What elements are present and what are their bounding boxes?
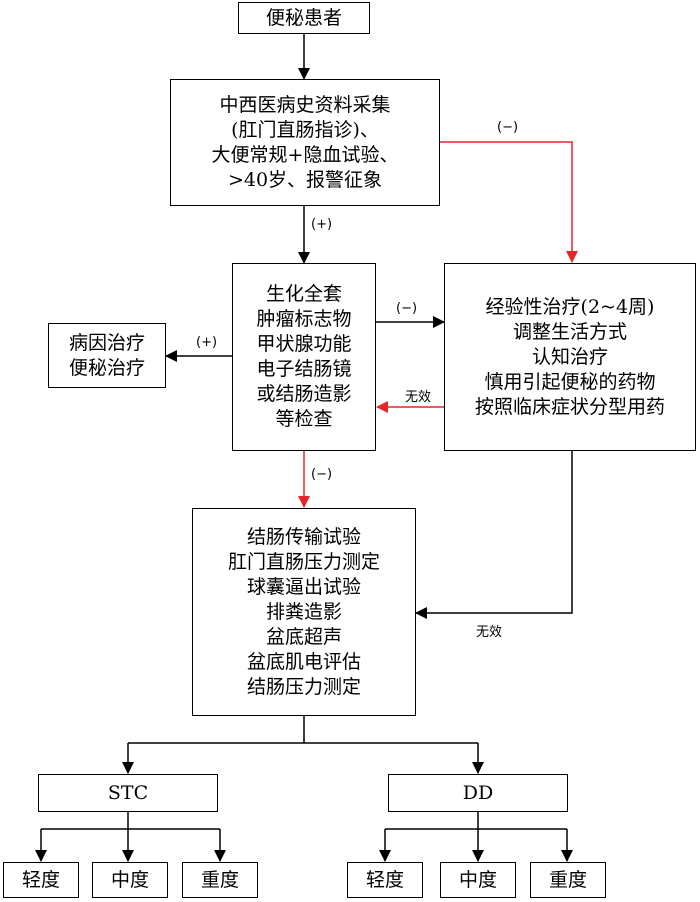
- node-start: 便秘患者: [238, 2, 370, 34]
- node-stc-moderate: 中度: [92, 862, 168, 898]
- node-dd-moderate: 中度: [440, 862, 516, 898]
- node-tests: 结肠传输试验 肛门直肠压力测定 球囊逼出试验 排粪造影 盆底超声 盆底肌电评估 …: [192, 508, 416, 716]
- label-history-to-empirical: (−): [497, 120, 519, 135]
- node-history: 中西医病史资料采集 (肛门直肠指诊)、 大便常规+隐血试验、 >40岁、报警征象: [170, 79, 440, 206]
- label-empirical-to-biochem: 无效: [405, 390, 432, 405]
- node-dd: DD: [388, 774, 568, 812]
- node-dd-mild: 轻度: [347, 862, 423, 898]
- node-stc-severe: 重度: [182, 862, 258, 898]
- node-biochem: 生化全套 肿瘤标志物 甲状腺功能 电子结肠镜 或结肠造影 等检查: [232, 263, 376, 451]
- arrow-history-to-empirical: [440, 141, 578, 263]
- label-biochem-to-empirical: (−): [396, 301, 418, 316]
- node-etiology: 病因治疗 便秘治疗: [48, 323, 166, 388]
- node-stc: STC: [38, 774, 218, 812]
- label-biochem-to-etiology: (+): [196, 335, 218, 350]
- arrow-empirical-to-tests: [415, 451, 573, 619]
- label-history-to-biochem: (+): [311, 217, 333, 232]
- node-dd-severe: 重度: [530, 862, 606, 898]
- label-biochem-to-tests: (−): [311, 467, 333, 482]
- node-stc-mild: 轻度: [3, 862, 79, 898]
- node-empirical: 经验性治疗(2~4周) 调整生活方式 认知治疗 慎用引起便秘的药物 按照临床症状…: [444, 263, 696, 451]
- label-empirical-to-tests: 无效: [476, 625, 503, 640]
